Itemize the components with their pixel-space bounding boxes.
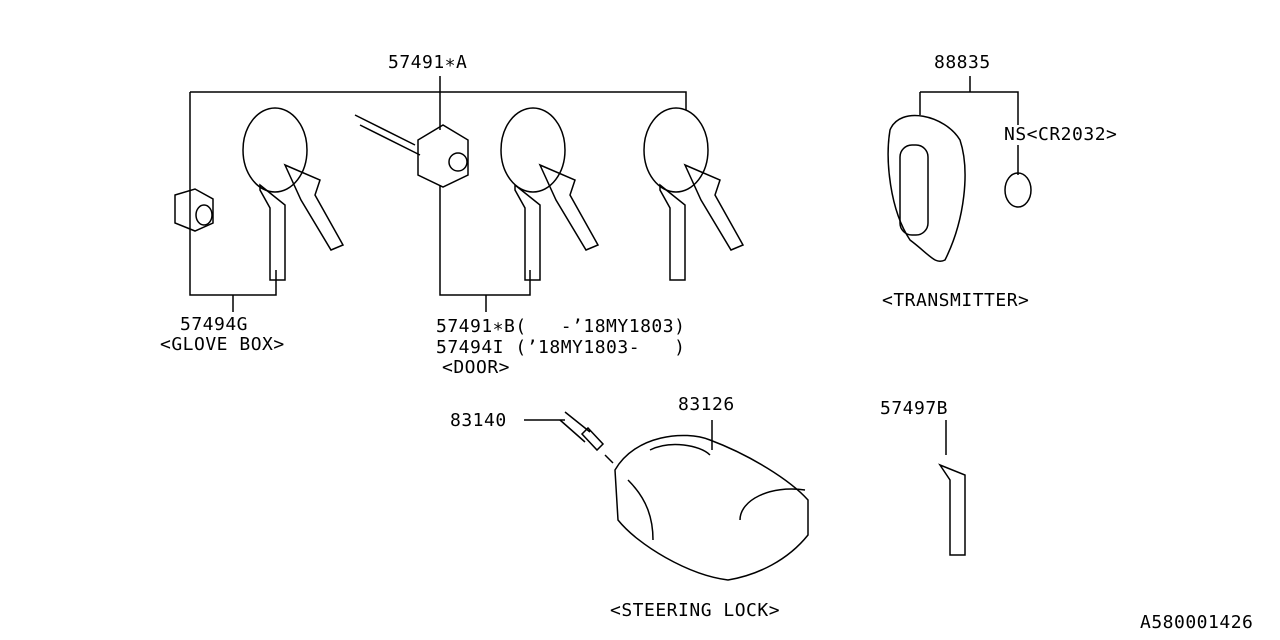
part-number-57494g: 57494G [180, 314, 249, 335]
transmitter-fob [887, 114, 1032, 262]
keys [242, 107, 966, 556]
part-number-57494i: 57494I (’18MY1803- ) [436, 337, 686, 358]
steering-lock-body [614, 434, 809, 581]
leader-lines [189, 76, 1019, 455]
part-number-57491b: 57491∗B( -’18MY1803) [436, 316, 686, 337]
part-number-88835: 88835 [934, 52, 991, 73]
part-number-57491a: 57491∗A [388, 52, 468, 73]
part-number-83126: 83126 [678, 394, 735, 415]
diagram-id: A580001426 [1140, 612, 1254, 633]
door-caption: <DOOR> [442, 357, 511, 378]
screw [559, 411, 614, 464]
door-lock-cylinder [354, 114, 469, 188]
steering-lock-caption: <STEERING LOCK> [610, 600, 781, 621]
part-number-83140: 83140 [450, 410, 507, 431]
battery-label: NS<CR2032> [1004, 124, 1118, 145]
glove-box-caption: <GLOVE BOX> [160, 334, 285, 355]
part-number-57497b: 57497B [880, 398, 949, 419]
glove-box-lock-cylinder [174, 188, 214, 232]
transmitter-caption: <TRANSMITTER> [882, 290, 1030, 311]
